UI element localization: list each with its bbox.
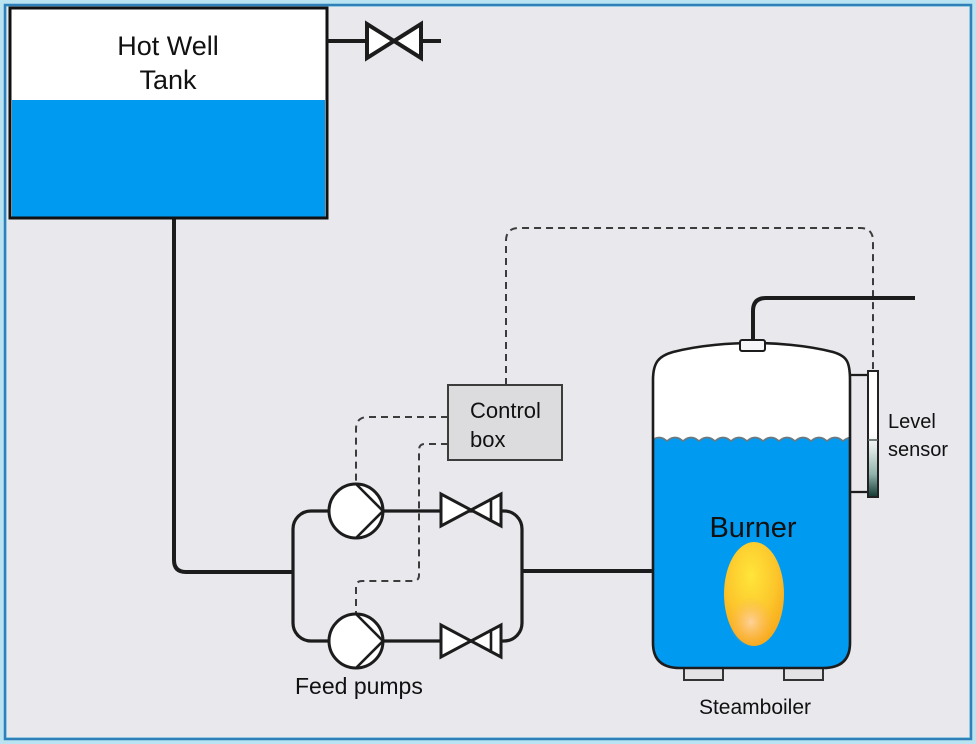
- control-signal-to-level-sensor: [505, 227, 874, 385]
- pump-circle-icon: [327, 482, 385, 540]
- control-box-body: [447, 384, 563, 461]
- level-sensor-label-line2: sensor: [888, 439, 948, 461]
- control-box: Control box: [447, 384, 563, 461]
- discharge-valve-bottom: [439, 622, 503, 660]
- valve-right-triangle-icon: [467, 622, 503, 660]
- pump-loop-pipe: [291, 509, 524, 643]
- hot-well-tank-water: [12, 100, 325, 217]
- steamboiler-label: Steamboiler: [699, 696, 811, 719]
- steam-nozzle: [739, 339, 766, 352]
- feed-pumps-label: Feed pumps: [295, 673, 423, 699]
- frame-border: [3, 3, 973, 741]
- level-sensor: Level sensor: [850, 370, 948, 498]
- control-signal-to-pump-bottom: [355, 443, 448, 613]
- feed-pump-bottom: [327, 612, 385, 670]
- tank-outlet-valve: [327, 20, 441, 62]
- hot-well-tank-label-line1: Hot Well: [117, 31, 219, 61]
- steam-pipe: [751, 296, 915, 343]
- valve-right-triangle-icon: [390, 20, 423, 62]
- boiler-outline: [651, 341, 852, 670]
- feedwater-pipe: [172, 215, 293, 574]
- boiler-waterline: [653, 436, 850, 443]
- burner-flame-base-icon: [729, 597, 773, 647]
- valve-left-triangle-icon: [439, 622, 475, 660]
- control-signal-to-pump-top: [355, 416, 448, 483]
- pump-circle-icon: [327, 612, 385, 670]
- control-box-label-line2: box: [470, 427, 505, 452]
- feed-pump-top: [327, 482, 385, 540]
- valve-left-triangle-icon: [365, 20, 398, 62]
- hot-well-tank: Hot Well Tank: [8, 6, 329, 220]
- pump-impeller-icon: [355, 483, 385, 539]
- steamboiler: Burner: [651, 339, 852, 681]
- pump-impeller-icon: [355, 613, 385, 669]
- level-sensor-bar: [867, 370, 879, 498]
- control-box-label-line1: Control: [470, 398, 541, 423]
- valve-left-triangle-icon: [439, 491, 475, 529]
- valve-right-triangle-icon: [467, 491, 503, 529]
- hot-well-tank-label-line2: Tank: [139, 65, 197, 95]
- discharge-valve-top: [439, 491, 503, 529]
- level-sensor-label-line1: Level: [888, 411, 936, 433]
- burner-label: Burner: [709, 512, 796, 544]
